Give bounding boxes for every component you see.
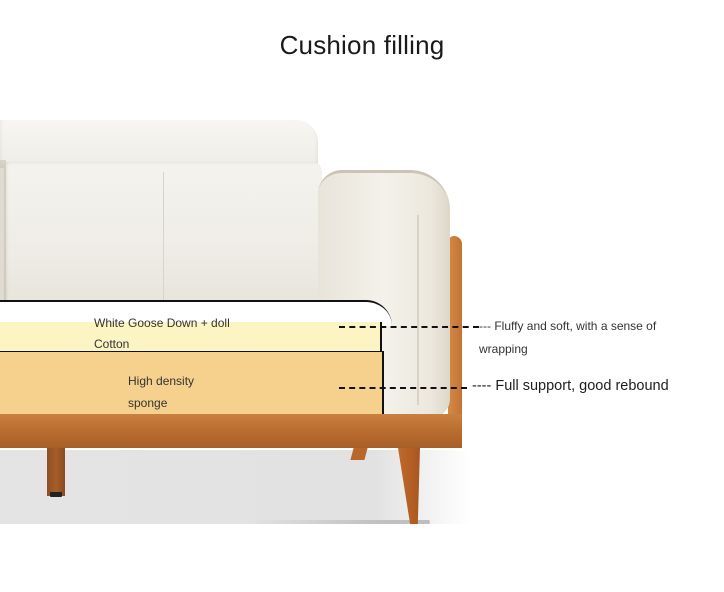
annotation-sponge: ---- Full support, good rebound [472, 378, 669, 394]
sofa-headrest [0, 120, 318, 168]
wood-side-frame [448, 236, 462, 448]
sofa-left-edge [0, 160, 6, 310]
leader-line-down [339, 326, 479, 328]
annotation-down-line1: --- Fluffy and soft, with a sense of [479, 319, 657, 333]
page-title: Cushion filling [279, 30, 445, 60]
front-left-leg [47, 448, 65, 496]
leader-line-sponge [339, 387, 467, 389]
seat-cover-top [0, 300, 392, 326]
back-cushion-seam [163, 172, 164, 304]
layer-label-down-line1: White Goose Down + doll [94, 316, 230, 330]
layer-label-sponge-line1: High density [128, 374, 195, 388]
layer-goose-down [0, 322, 382, 352]
layer-label-sponge-line2: sponge [128, 396, 168, 410]
layer-label-down-line2: Cotton [94, 337, 130, 351]
annotation-down-line2: wrapping [479, 342, 528, 356]
floor-shadow [250, 520, 430, 524]
floor-backdrop [0, 450, 470, 524]
armrest-seam [417, 215, 419, 405]
leg-foot-cap [50, 492, 62, 497]
layer-high-density-sponge [0, 351, 384, 416]
wood-base-rail [0, 414, 462, 448]
